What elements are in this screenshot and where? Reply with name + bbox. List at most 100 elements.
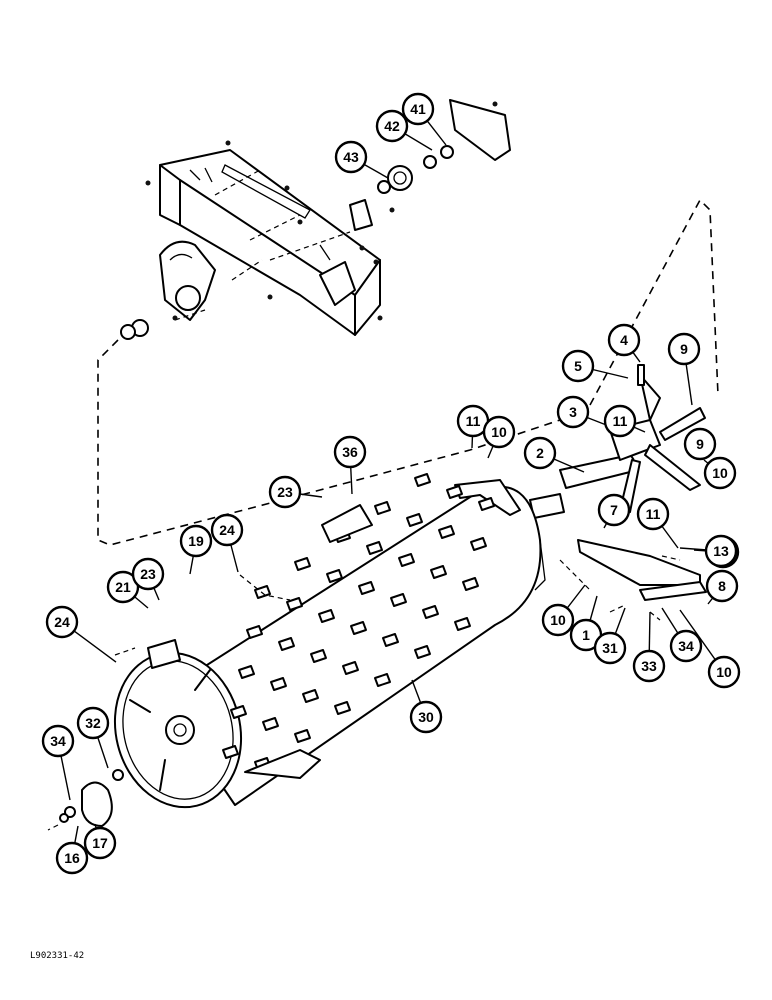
drum-tooth [310,649,327,663]
drum-tooth [374,673,391,687]
drum-tooth [246,625,263,639]
drum-tooth [454,617,471,631]
callout-24: 24 [45,605,117,663]
callout-10: 10 [679,609,741,689]
callout-label: 33 [641,658,657,674]
cover-cap [147,639,181,669]
callout-label: 42 [384,118,400,134]
drum-tooth [438,525,455,539]
callout-label: 9 [696,436,704,452]
callout-5: 5 [561,349,629,383]
drum-tooth [222,745,239,759]
callout-label: 23 [277,484,293,500]
callout-label: 43 [343,149,359,165]
callout-label: 17 [92,835,108,851]
callout-24: 24 [210,513,244,573]
washer-34 [59,813,69,823]
callout-41: 41 [401,92,447,146]
callout-label: 5 [574,358,582,374]
callout-label: 30 [418,709,434,725]
callout-31: 31 [593,607,627,665]
callout-label: 41 [410,101,426,117]
callout-label: 21 [115,579,131,595]
callout-11: 11 [456,404,490,449]
callout-label: 3 [569,404,577,420]
drum-tooth [350,621,367,635]
callout-10: 10 [541,584,586,637]
drum [113,473,546,809]
drum-tooth [238,665,255,679]
callout-label: 36 [342,444,358,460]
callout-23: 23 [268,475,323,509]
drum-tooth [318,609,335,623]
callout-label: 2 [536,445,544,461]
drum-tooth [342,661,359,675]
callout-label: 8 [718,578,726,594]
callout-34: 34 [661,607,703,663]
callout-36: 36 [333,435,367,495]
callout-label: 4 [620,332,628,348]
callout-label: 10 [550,612,566,628]
callout-label: 19 [188,533,204,549]
callout-34: 34 [41,724,75,801]
callout-43: 43 [334,140,389,179]
callout-13: 13 [679,534,738,568]
drum-tooth [358,581,375,595]
drum-tooth [294,729,311,743]
drum-tooth [414,473,431,487]
callout-4: 4 [607,323,641,363]
callout-label: 10 [491,424,507,440]
drum-tooth [294,557,311,571]
callout-label: 11 [613,413,628,429]
callout-label: 10 [712,465,728,481]
drum-tooth [254,585,271,599]
callout-label: 23 [140,566,156,582]
drum-tooth [478,497,495,511]
drum-tooth [270,677,287,691]
frame-assembly [120,99,511,340]
callout-label: 24 [54,614,70,630]
callout-label: 9 [680,341,688,357]
drum-tooth [406,513,423,527]
drum-tooth [326,569,343,583]
callout-label: 7 [610,502,618,518]
callout-label: 11 [646,506,661,522]
drum-tooth [278,637,295,651]
callout-label: 13 [713,543,729,559]
shroud [321,504,373,543]
drum-tooth [470,537,487,551]
callout-33: 33 [632,611,666,683]
shaft-assembly [529,364,707,621]
drum-tooth [414,645,431,659]
callout-7: 7 [597,493,631,529]
callout-23: 23 [131,557,165,601]
drum-tooth [262,717,279,731]
callout-10: 10 [703,456,737,490]
drum-tooth [398,553,415,567]
callout-42: 42 [375,109,433,151]
drum-tooth [462,577,479,591]
drum-tooth [382,633,399,647]
callout-label: 34 [678,638,694,654]
bracket-lower [244,749,321,779]
callout-label: 11 [466,413,481,429]
drum-tooth [334,701,351,715]
drum-tooth [446,485,463,499]
callout-label: 31 [602,640,618,656]
callout-label: 16 [64,850,80,866]
callout-17: 17 [83,823,117,860]
drum-tooth [422,605,439,619]
callout-label: 10 [716,664,732,680]
drum-tooth [286,597,303,611]
callout-label: 1 [582,627,590,643]
nut-31 [112,769,124,781]
callout-2: 2 [523,436,585,473]
callout-label: 24 [219,522,235,538]
callout-9: 9 [683,427,717,461]
callout-11: 11 [603,404,646,438]
diagram-reference-code: L902331-42 [30,951,84,961]
callout-19: 19 [179,524,213,575]
callout-10: 10 [482,415,516,459]
bearing-plate [81,781,113,827]
